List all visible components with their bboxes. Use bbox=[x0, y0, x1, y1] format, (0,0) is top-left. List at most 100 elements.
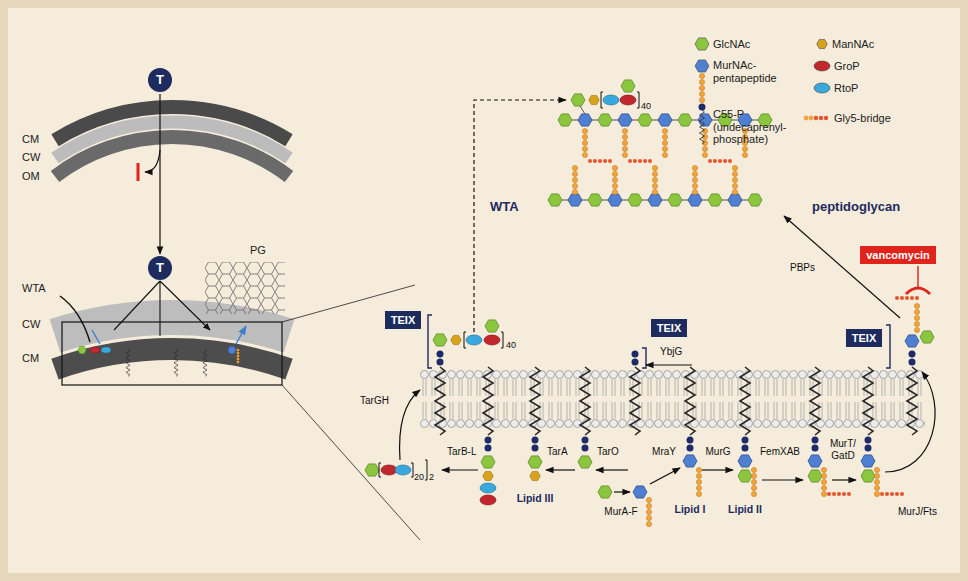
diagram-label: 40 bbox=[641, 101, 651, 111]
lipid-carriers-bottom-part bbox=[865, 437, 872, 444]
reaction-arrows-part bbox=[784, 216, 900, 318]
lipid-carriers-top-part bbox=[642, 348, 646, 368]
lipid-carriers-bottom-part bbox=[532, 437, 539, 444]
zoom-box-content-part bbox=[90, 347, 100, 353]
lipid-carriers-bottom-part bbox=[528, 456, 542, 468]
diagram-label: YbjG bbox=[660, 346, 682, 358]
diagram-label: FemXAB bbox=[760, 446, 800, 458]
diagram-label: 20 bbox=[414, 472, 424, 482]
legend-text: GlcNAc bbox=[713, 38, 750, 51]
reaction-arrows-part bbox=[650, 468, 680, 484]
diagram-label: peptidoglycan bbox=[812, 200, 900, 215]
legend-samples-part bbox=[699, 104, 706, 111]
lipid-carriers-bottom-part bbox=[751, 467, 756, 496]
zoom-box-content-part bbox=[101, 347, 111, 353]
peptidoglycan-sheet-part bbox=[628, 194, 662, 206]
legend-samples-part-part bbox=[814, 116, 818, 120]
legend-swatch-shape bbox=[814, 61, 830, 71]
lipid-carriers-top-part bbox=[466, 335, 482, 345]
reaction-arrows-part bbox=[474, 100, 566, 332]
lipid-carriers-bottom-part bbox=[483, 471, 494, 480]
legend-samples-part-part bbox=[819, 116, 823, 120]
cell-envelope-top-part bbox=[145, 150, 160, 172]
zoom-box-content-part bbox=[203, 349, 207, 376]
wta-on-peptidoglycan-part bbox=[589, 95, 600, 104]
lipid-carriers-bottom-part bbox=[696, 467, 701, 496]
peptidoglycan-sheet-part bbox=[612, 165, 617, 194]
cell-membrane-part bbox=[435, 367, 445, 435]
wta-on-peptidoglycan-part bbox=[621, 80, 635, 92]
vancomycin-box: vancomycin bbox=[860, 246, 936, 265]
lipid-carriers-bottom-part bbox=[381, 465, 397, 475]
peptidoglycan-sheet-part bbox=[708, 194, 742, 206]
lipid-carriers-top-part bbox=[920, 331, 934, 343]
node-text: T bbox=[156, 73, 164, 88]
legend-samples-part bbox=[814, 116, 828, 120]
cell-envelope-top-part bbox=[55, 137, 289, 177]
diagram-label: Lipid II bbox=[728, 503, 762, 515]
diagram-label: TarO bbox=[597, 446, 619, 458]
node-text: vancomycin bbox=[866, 249, 930, 261]
lipid-carriers-bottom-part bbox=[742, 437, 749, 444]
cell-membrane-part bbox=[530, 367, 540, 435]
cell-membrane-part bbox=[863, 367, 873, 435]
zoom-box-content-part bbox=[237, 349, 240, 364]
legend-text: GroP bbox=[834, 60, 860, 73]
wta-on-peptidoglycan-part bbox=[620, 95, 636, 105]
lipid-carriers-top-part bbox=[437, 359, 444, 366]
diagram-label: CW bbox=[22, 151, 40, 164]
reaction-arrows-part bbox=[442, 469, 478, 470]
cell-envelope-bottom-part bbox=[114, 281, 210, 336]
peptidoglycan-sheet-part bbox=[638, 114, 672, 126]
diagram-label: MurJ/Fts bbox=[898, 506, 937, 518]
legend-swatch-shape bbox=[695, 38, 709, 50]
diagram-label: WTA bbox=[22, 282, 46, 295]
legend-swatch bbox=[812, 36, 832, 52]
zoom-lines bbox=[282, 285, 420, 540]
peptidoglycan-sheet-part bbox=[572, 165, 577, 194]
legend-swatch-shape bbox=[817, 39, 828, 48]
cell-envelope-bottom-part bbox=[55, 349, 289, 369]
reaction-arrows bbox=[400, 100, 936, 492]
peptidoglycan-sheet-part bbox=[548, 194, 582, 206]
reaction-arrows-part bbox=[832, 479, 856, 480]
lipid-carriers-top-part bbox=[484, 335, 500, 345]
lipid-carriers-bottom-part bbox=[598, 486, 612, 498]
diagram-label: 2 bbox=[429, 472, 434, 482]
lipid-carriers-bottom-part bbox=[808, 455, 822, 467]
lipid-carriers-bottom-part bbox=[532, 445, 539, 452]
lipid-carriers-top-part bbox=[451, 335, 462, 344]
t-circle: T bbox=[148, 256, 172, 280]
peptidoglycan-sheet-part bbox=[692, 165, 697, 194]
diagram-label: CM bbox=[22, 133, 39, 146]
legend-swatch bbox=[812, 58, 832, 74]
lipid-carriers-bottom-part bbox=[480, 483, 496, 493]
wta-on-peptidoglycan-part bbox=[571, 94, 585, 106]
lipid-carriers-bottom-part bbox=[481, 456, 495, 468]
cell-membrane-part bbox=[685, 367, 695, 435]
reaction-arrows-part bbox=[614, 491, 630, 492]
panel-ground bbox=[8, 8, 960, 573]
lipid-carriers-bottom-part bbox=[683, 455, 697, 467]
lipid-carriers-top-part bbox=[632, 359, 639, 366]
cell-membrane-part bbox=[580, 367, 590, 435]
lipid-carriers-bottom-part bbox=[861, 470, 875, 482]
zoom-box-content-part bbox=[174, 349, 178, 376]
lipid-carriers-bottom-part bbox=[738, 470, 752, 482]
zoom-box-content-part bbox=[228, 346, 236, 353]
reaction-arrows-part bbox=[702, 469, 733, 470]
peptidoglycan-sheet-part bbox=[678, 114, 712, 126]
legend-text: RtoP bbox=[834, 82, 858, 95]
lipid-carriers-top-part bbox=[909, 351, 916, 358]
node-text: TEIX bbox=[852, 332, 876, 344]
cell-envelope-bottom-part bbox=[92, 326, 246, 344]
teix-box: TEIX bbox=[385, 311, 421, 330]
peptidoglycan-sheet-part bbox=[598, 114, 632, 126]
cell-membrane bbox=[420, 367, 925, 435]
reaction-arrows-part bbox=[400, 390, 420, 460]
peptidoglycan-sheet-part bbox=[558, 114, 592, 126]
lipid-carriers-top-part bbox=[895, 296, 919, 300]
reaction-arrows-part bbox=[646, 364, 692, 365]
lipid-carriers-bottom-part bbox=[821, 467, 826, 496]
wta-on-peptidoglycan bbox=[571, 80, 639, 114]
